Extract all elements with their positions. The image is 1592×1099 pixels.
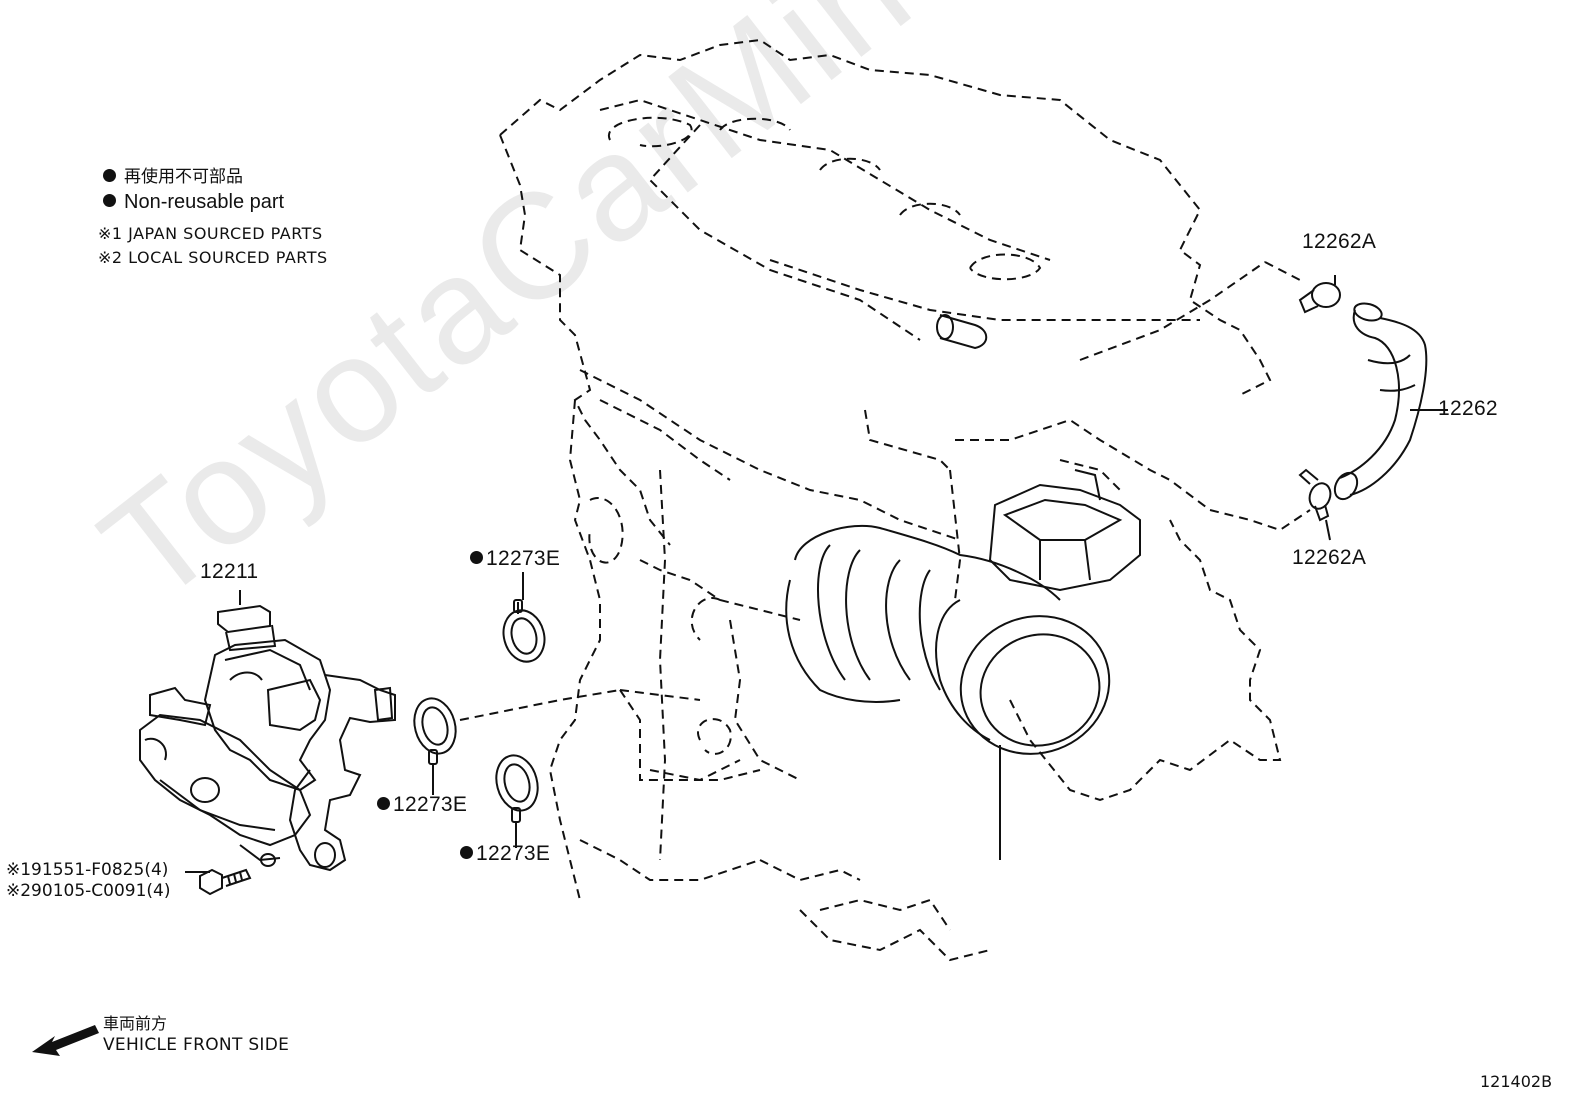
- clamp-12262a-top: [1298, 275, 1341, 314]
- gasket-12273e-top: [502, 599, 546, 663]
- figure-id: 121402B: [1480, 1072, 1553, 1091]
- label-12262a-bot: 12262A: [1292, 546, 1367, 569]
- label-bolt-local: ※290105-C0091(4): [6, 881, 171, 901]
- non-reusable-dot-icon: [377, 796, 390, 810]
- non-reusable-dot-icon: [103, 168, 116, 182]
- label-12273e-mid: 12273E: [377, 794, 467, 815]
- part-12211-assembly: [139, 590, 396, 872]
- legend-non-reusable-jp: 再使用不可部品: [124, 167, 243, 187]
- engine-outline: [459, 38, 1311, 962]
- non-reusable-dot-icon: [460, 845, 473, 859]
- bolt-icon: [185, 868, 252, 896]
- legend-non-reusable-en: Non-reusable part: [124, 191, 285, 213]
- label-12262a-top: 12262A: [1302, 230, 1377, 253]
- label-bolt-japan: ※191551-F0825(4): [6, 860, 169, 880]
- label-12273e-bot: 12273E: [460, 843, 550, 864]
- gasket-12273e-mid: [413, 697, 457, 795]
- vehicle-front-jp: 車両前方: [103, 1014, 168, 1033]
- breather-nipple: [936, 314, 988, 350]
- non-reusable-dot-icon: [103, 194, 116, 208]
- non-reusable-dot-icon: [470, 550, 483, 564]
- label-12262: 12262: [1438, 397, 1498, 420]
- label-12273e-top: 12273E: [470, 548, 560, 569]
- intake-throttle-body: [785, 469, 1141, 860]
- part-12262-hose: [1333, 302, 1448, 501]
- legend-note-local: ※2 LOCAL SOURCED PARTS: [98, 248, 328, 267]
- clamp-12262a-bot: [1298, 468, 1332, 541]
- vehicle-front-en: VEHICLE FRONT SIDE: [103, 1035, 290, 1055]
- arrow-left-down-icon: [32, 1025, 99, 1056]
- legend-note-japan: ※1 JAPAN SOURCED PARTS: [98, 224, 323, 243]
- label-12211: 12211: [200, 560, 259, 583]
- gasket-12273e-bot: [495, 754, 539, 848]
